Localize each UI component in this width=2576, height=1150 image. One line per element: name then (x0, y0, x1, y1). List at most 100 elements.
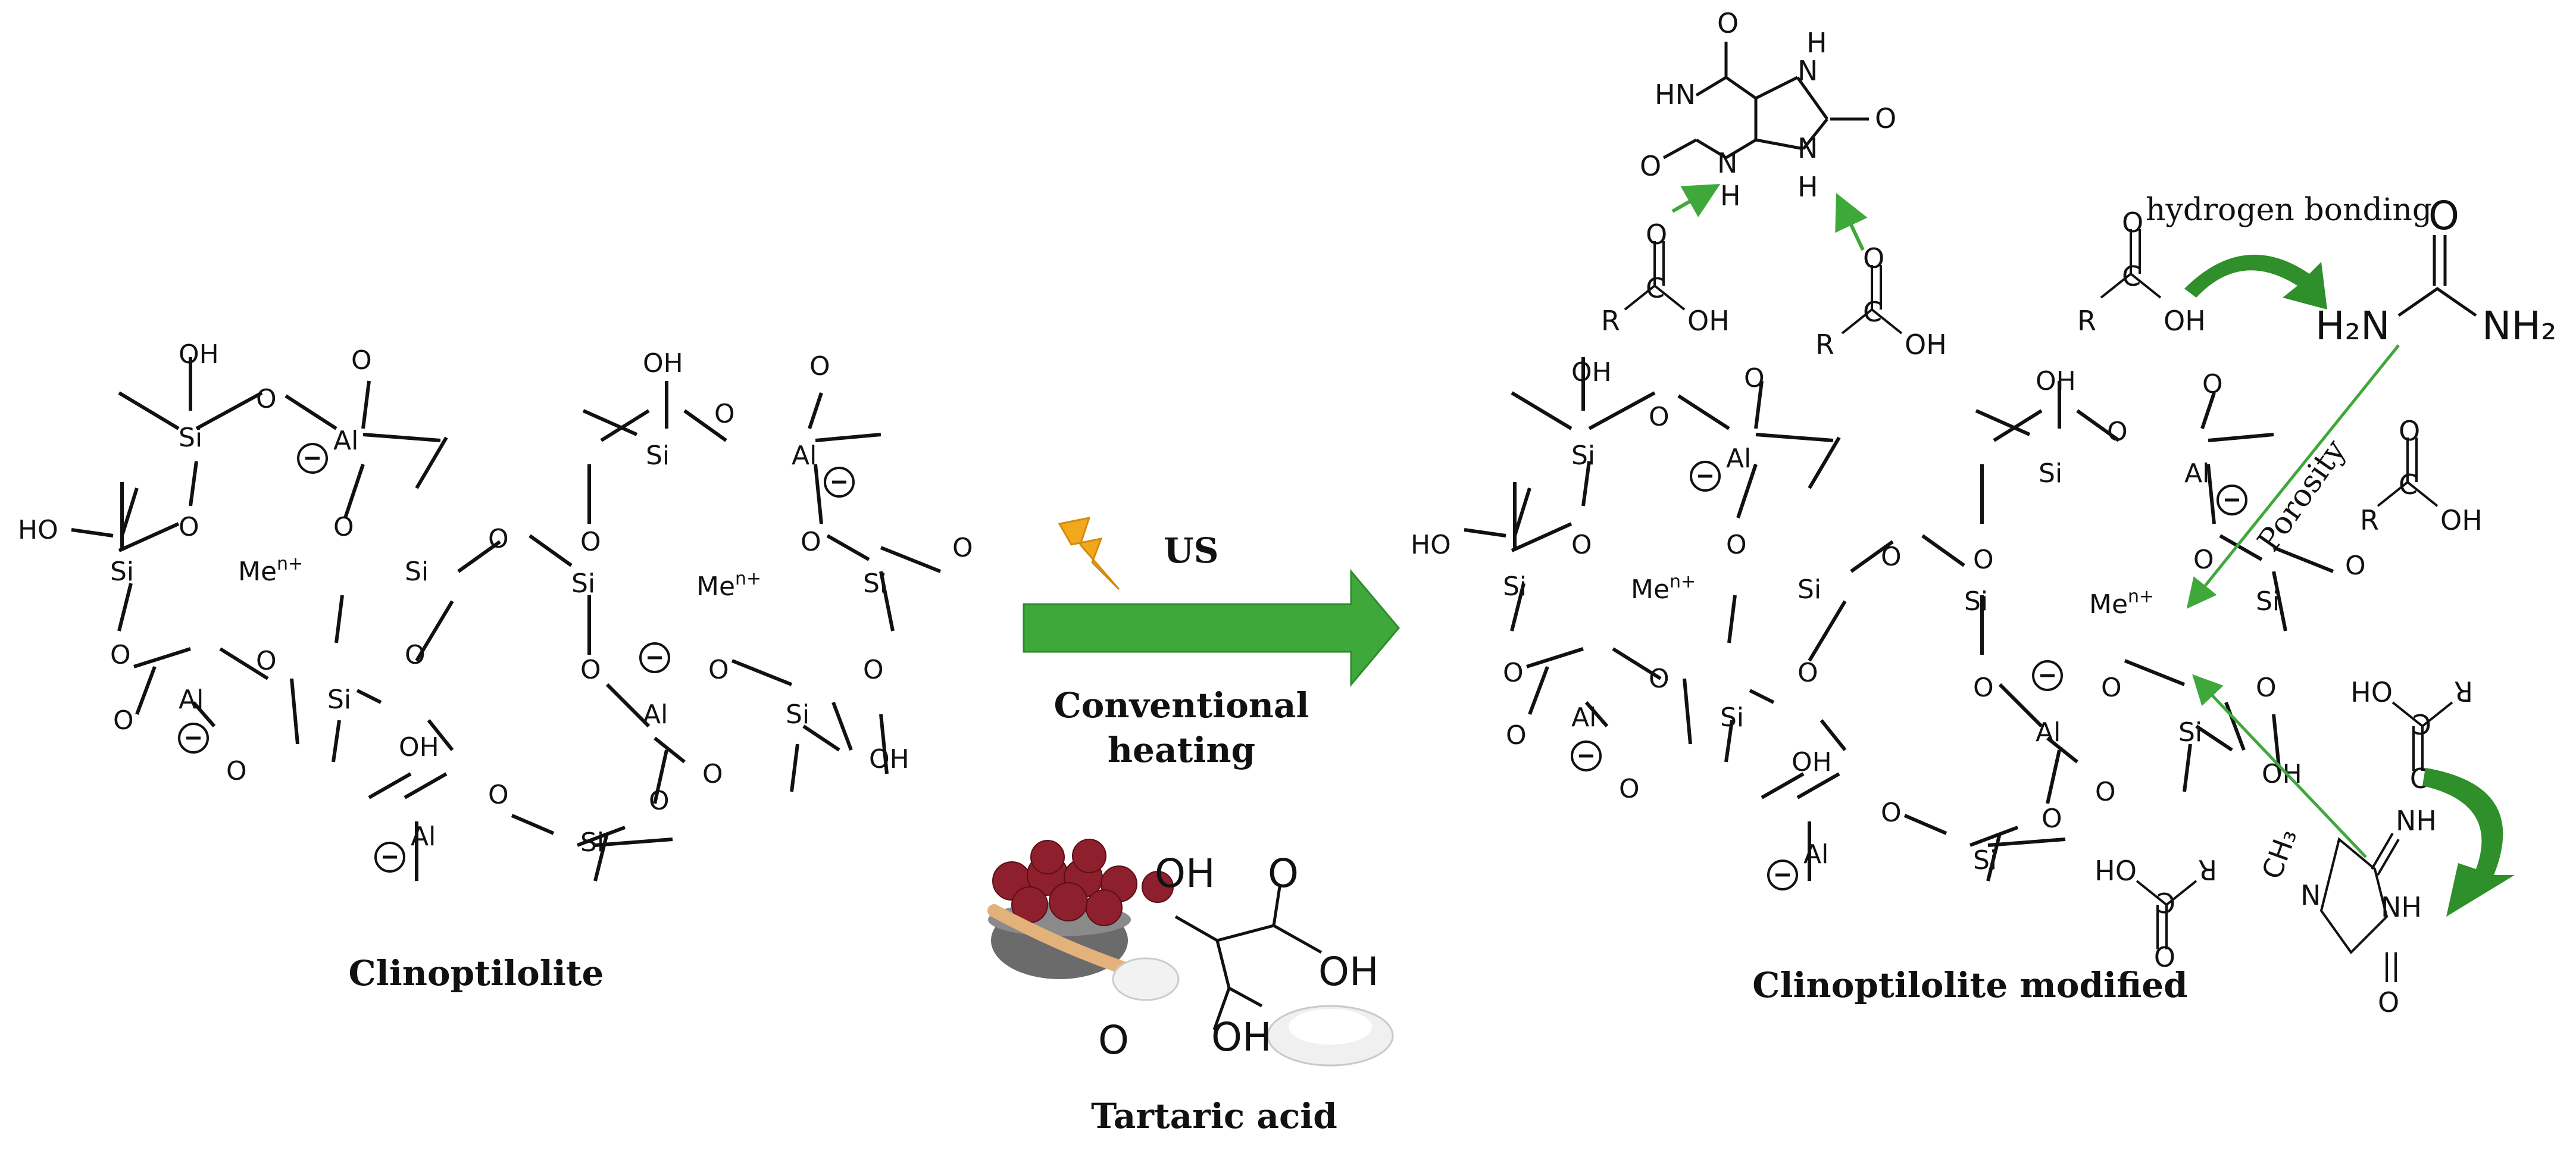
svg-text:Si: Si (2039, 458, 2062, 489)
svg-text:O: O (1875, 102, 1896, 135)
svg-text:R: R (1601, 305, 1620, 337)
svg-text:O: O (2193, 545, 2214, 575)
cation-right-1: Men+ (1631, 571, 1696, 605)
svg-text:Si: Si (1797, 574, 1821, 605)
svg-text:O: O (110, 640, 131, 670)
carboxyl-group-6: O R C OH (2094, 854, 2217, 972)
svg-text:Si: Si (2178, 717, 2202, 748)
clinoptilolite-atoms: OH Si O Al O O O HO Si O Al O O O Si OH … (18, 339, 973, 858)
svg-text:Al: Al (1571, 702, 1596, 733)
svg-text:O: O (952, 533, 973, 563)
svg-text:O: O (2122, 207, 2143, 239)
svg-text:C: C (2412, 708, 2431, 740)
svg-text:OH: OH (399, 732, 439, 762)
svg-text:OH: OH (869, 744, 909, 774)
svg-text:O: O (405, 640, 426, 670)
svg-text:O: O (1717, 7, 1739, 39)
svg-text:Si: Si (1720, 702, 1744, 733)
svg-text:Al: Al (411, 821, 436, 852)
svg-text:OH: OH (2350, 675, 2393, 707)
svg-text:NH₂: NH₂ (2482, 303, 2556, 349)
svg-text:OH: OH (1905, 329, 1947, 361)
svg-text:OH: OH (1318, 949, 1379, 995)
clinoptilolite-modified-label: Clinoptilolite modified (1752, 965, 2187, 1005)
svg-text:Si: Si (1503, 571, 1527, 602)
svg-text:O: O (2345, 551, 2366, 581)
svg-text:O: O (2042, 804, 2062, 834)
svg-text:Al: Al (643, 699, 668, 730)
svg-text:OH: OH (2094, 854, 2137, 886)
svg-text:OH: OH (1792, 747, 1832, 777)
svg-text:O: O (1881, 798, 1902, 828)
svg-text:OH: OH (1155, 851, 1215, 896)
lightning-icon (1058, 517, 1120, 590)
svg-text:O: O (2256, 673, 2277, 703)
tartaric-acid-label: Tartaric acid (1091, 1096, 1337, 1136)
svg-text:O: O (1649, 402, 1670, 432)
svg-text:O: O (1646, 218, 1667, 251)
svg-text:Si: Si (580, 827, 604, 858)
clinoptilolite-label: Clinoptilolite (349, 953, 604, 993)
svg-text:C: C (2399, 468, 2418, 501)
curved-green-arrow (2422, 768, 2515, 917)
svg-text:OH: OH (1211, 1014, 1272, 1060)
svg-text:O: O (488, 524, 509, 554)
svg-text:HN: HN (1655, 79, 1696, 111)
svg-text:O: O (488, 780, 509, 810)
conventional-heating-line2: heating (1108, 730, 1255, 770)
modified-framework[interactable]: OH Si O Al O O O HO Si O Al O O O Si OH … (1411, 357, 2366, 890)
svg-text:N: N (1797, 132, 1818, 164)
svg-text:O: O (256, 384, 277, 414)
uric-acid-molecule: O H N O HN O N H N H (1640, 7, 1896, 212)
svg-text:C: C (2122, 260, 2141, 292)
svg-text:O: O (226, 756, 247, 786)
svg-text:O: O (809, 351, 830, 382)
us-label: US (1164, 530, 1218, 571)
svg-text:O: O (1863, 242, 1884, 274)
svg-text:O: O (333, 512, 354, 542)
svg-text:O: O (113, 705, 134, 736)
svg-text:O: O (2378, 986, 2399, 1018)
svg-text:H: H (1720, 180, 1741, 212)
cation-right-2: Men+ (2089, 586, 2154, 620)
cation-left-2: Men+ (696, 568, 761, 602)
svg-text:Al: Al (792, 440, 817, 471)
svg-text:C: C (1646, 272, 1665, 304)
svg-text:Al: Al (1803, 839, 1828, 870)
svg-text:O: O (2202, 369, 2223, 399)
svg-text:Si: Si (1973, 845, 1997, 876)
carboxyl-group-2: O R C OH (1815, 242, 1947, 361)
tartaric-acid-illustration: OH O OH O OH (987, 839, 1394, 1067)
svg-text:Si: Si (179, 423, 202, 453)
svg-text:O: O (2399, 415, 2420, 447)
svg-text:Si: Si (786, 699, 809, 730)
svg-text:Al: Al (1726, 443, 1751, 474)
carboxyl-group-3: O R C OH (2077, 207, 2206, 337)
carboxyl-group-4: O R C OH (2360, 415, 2483, 536)
svg-text:HO: HO (18, 515, 58, 545)
svg-text:NH: NH (2381, 891, 2422, 923)
hydrogen-bonding-label: hydrogen bonding (2146, 192, 2432, 228)
svg-text:R: R (2454, 675, 2473, 707)
svg-text:Si: Si (1571, 440, 1595, 471)
svg-text:N: N (1797, 55, 1818, 87)
hydrogen-bonding-arrow (2184, 254, 2327, 310)
svg-text:Si: Si (405, 557, 429, 587)
svg-text:Al: Al (2184, 458, 2209, 489)
svg-text:OH: OH (1571, 357, 1612, 388)
svg-text:OH: OH (2036, 366, 2076, 396)
clinoptilolite-framework (71, 357, 942, 882)
svg-text:Si: Si (863, 568, 887, 599)
svg-text:C: C (1863, 296, 1882, 328)
svg-text:O: O (1881, 542, 1902, 572)
svg-text:O: O (1973, 545, 1994, 575)
svg-text:O: O (863, 655, 884, 685)
conventional-heating-line1: Conventional (1053, 685, 1309, 726)
svg-text:R: R (1815, 329, 1834, 361)
clinoptilolite-charges (178, 443, 855, 873)
svg-text:Si: Si (110, 557, 134, 587)
svg-text:Si: Si (2256, 586, 2280, 617)
svg-text:O: O (801, 527, 821, 557)
svg-text:O: O (702, 759, 723, 789)
